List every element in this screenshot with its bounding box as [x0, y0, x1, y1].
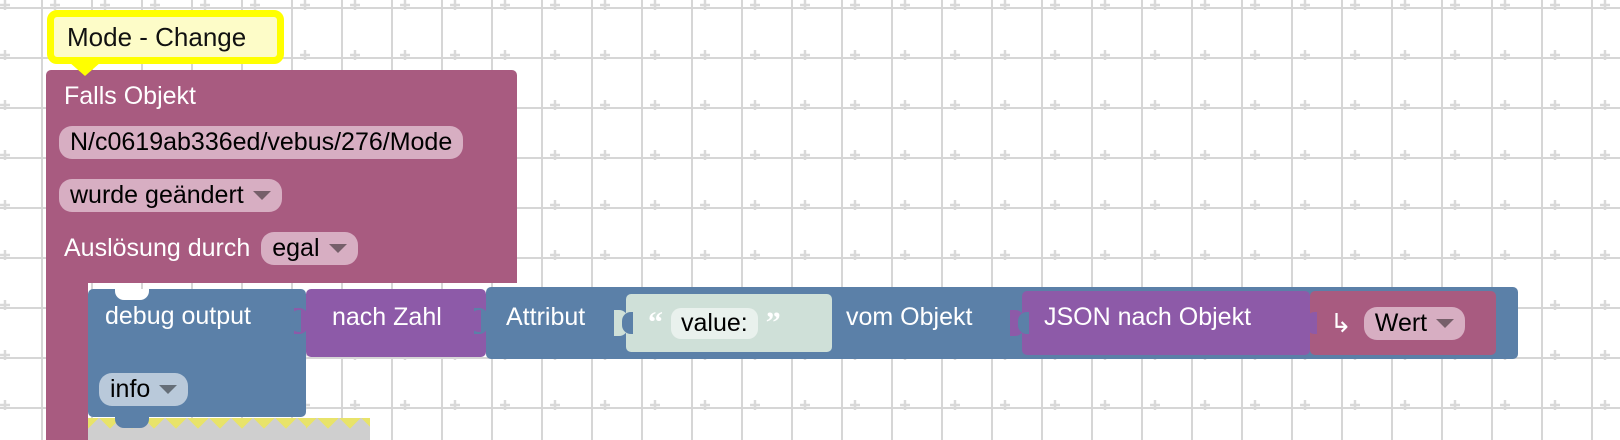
to-number-label: nach Zahl [332, 303, 442, 331]
value-socket-notch [470, 310, 481, 332]
trigger-block-title: Falls Objekt [64, 82, 196, 110]
object-path-value: N/c0619ab336ed/vebus/276/Mode [70, 128, 453, 156]
json-to-object-label: JSON nach Objekt [1044, 303, 1252, 331]
condition-dropdown[interactable]: wurde geändert [59, 179, 282, 212]
close-quote-icon: ” [765, 306, 781, 339]
trigger-block-falls-objekt[interactable]: Falls Objekt N/c0619ab336ed/vebus/276/Mo… [46, 70, 517, 283]
debug-block-top-notch [115, 289, 149, 300]
wert-value: Wert [1374, 308, 1428, 337]
wert-value-block[interactable]: ↳ Wert [1310, 291, 1496, 355]
collapsed-block-hatch [306, 418, 370, 440]
text-string-block[interactable]: “ value: ” [626, 294, 832, 352]
wert-dropdown[interactable]: Wert [1363, 306, 1466, 340]
comment-tail-icon [69, 62, 101, 76]
chevron-down-icon [1436, 318, 1455, 328]
trigger-source-value: egal [272, 234, 320, 262]
attribute-label: Attribut [506, 303, 586, 331]
value-socket-notch [1018, 312, 1029, 334]
chevron-down-icon [328, 244, 347, 253]
value-socket-notch [290, 310, 301, 332]
comment-text: Mode - Change [67, 22, 247, 52]
trigger-source-dropdown[interactable]: egal [261, 232, 358, 265]
object-path-field[interactable]: N/c0619ab336ed/vebus/276/Mode [59, 126, 464, 159]
condition-value: wurde geändert [70, 181, 244, 209]
trigger-source-label: Auslösung durch [64, 234, 251, 262]
debug-output-block[interactable]: debug output info [88, 289, 306, 417]
chevron-down-icon [159, 385, 178, 394]
debug-level-dropdown[interactable]: info [99, 373, 189, 406]
json-to-object-block[interactable]: JSON nach Objekt [1022, 291, 1310, 355]
debug-output-label: debug output [105, 302, 251, 330]
chevron-down-icon [252, 191, 271, 200]
from-object-label: vom Objekt [846, 303, 973, 331]
value-socket-notch [1306, 312, 1317, 334]
block-comment-bubble[interactable]: Mode - Change [47, 10, 284, 64]
value-socket-notch [622, 312, 633, 334]
trigger-block-left-spine [46, 283, 88, 440]
return-arrow-icon: ↳ [1330, 308, 1352, 338]
trigger-source-row: Auslösung durch egal [64, 232, 358, 265]
string-value-field[interactable]: value: [671, 307, 758, 339]
debug-level-value: info [110, 375, 151, 403]
debug-block-bottom-tab [115, 417, 149, 428]
open-quote-icon: “ [648, 306, 663, 339]
to-number-block[interactable]: nach Zahl [306, 289, 486, 357]
